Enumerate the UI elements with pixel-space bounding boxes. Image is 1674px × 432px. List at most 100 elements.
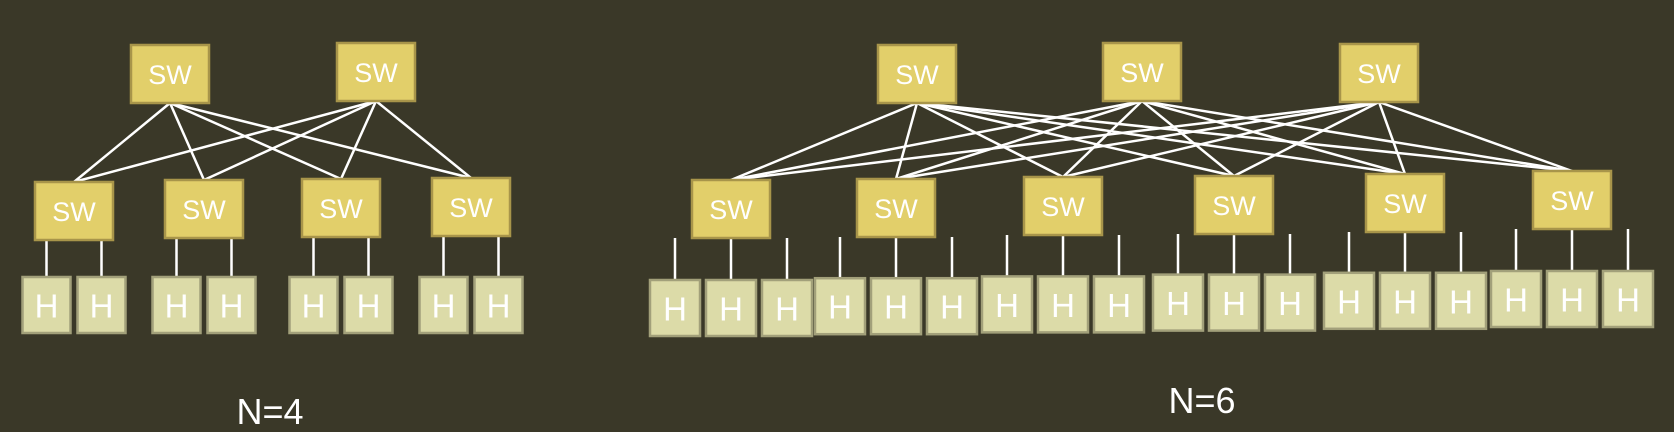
- topology-n6-core-switch-2-label: SW: [1357, 59, 1401, 89]
- topology-n6-host-12-box: [1322, 271, 1376, 331]
- topology-n6-link-core2-edge4: [1377, 101, 1407, 175]
- topology-n6-link-core0-edge2: [916, 101, 1064, 179]
- topology-n6-host-7: H: [1036, 275, 1090, 334]
- topology-n6-host-17-box: [1601, 269, 1655, 329]
- topology-n4-edge-switch-1-label: SW: [182, 195, 226, 225]
- topology-n6-host-16: H: [1545, 269, 1599, 329]
- topology-n6-host-15-box: [1489, 269, 1543, 329]
- topology-n4-host-2-label: H: [165, 288, 189, 325]
- topology-n6-host-5: H: [925, 276, 979, 336]
- topology-n6-core-switch-0-box: [876, 43, 958, 105]
- topology-n6-link-core2-edge3: [1233, 100, 1380, 178]
- topology-n6-host-0: H: [648, 278, 702, 338]
- topology-n6-edge-switch-0: SW: [690, 178, 772, 240]
- topology-n6-host-6-label: H: [995, 287, 1019, 324]
- caption-n6: N=6: [1168, 380, 1235, 421]
- topology-n4-host-7-label: H: [487, 288, 511, 325]
- topology-n6-edge-switch-3-label: SW: [1212, 191, 1256, 221]
- topology-n4-edge-switch-0-box: [33, 180, 115, 242]
- topology-n6-host-3: H: [813, 276, 867, 336]
- topology-n6-core-switch-2: SW: [1338, 42, 1420, 104]
- topology-n6-core-switch-1-box: [1101, 41, 1183, 103]
- topology-n4-core-switch-1: SW: [335, 41, 417, 103]
- topology-n4-host-3-label: H: [220, 288, 244, 325]
- topology-n6-host-10-box: [1207, 273, 1261, 332]
- topology-n4-host-1-label: H: [90, 288, 114, 325]
- topology-n6-edge-switch-3: SW: [1193, 174, 1275, 236]
- topology-n6-host-4-box: [869, 276, 923, 336]
- topology-n6-core-switch-0: SW: [876, 43, 958, 105]
- topology-n6-host-16-box: [1545, 269, 1599, 329]
- topology-n6-host-14-label: H: [1449, 283, 1473, 320]
- topology-n6-core-switch-1: SW: [1101, 41, 1183, 103]
- topology-n6-host-13: H: [1378, 271, 1432, 331]
- topology-n4-edge-switch-2-box: [300, 177, 382, 239]
- topology-n6-host-9-label: H: [1166, 285, 1190, 322]
- topology-n6-core-switch-0-label: SW: [895, 60, 939, 90]
- topology-n6-edge-switch-2-label: SW: [1041, 192, 1085, 222]
- topology-n6-host-14-box: [1434, 271, 1488, 331]
- topology-n6-host-7-label: H: [1051, 287, 1075, 324]
- topology-n6-edge-switch-5-label: SW: [1550, 186, 1594, 216]
- topology-n4-core-switch-0-label: SW: [148, 60, 192, 90]
- topology-n6-core-switch-2-box: [1338, 42, 1420, 104]
- topology-n4-host-0: H: [21, 275, 72, 335]
- topology-n4-link-core0-edge2: [169, 101, 342, 181]
- topology-n4-edge-switch-3: SW: [430, 176, 512, 238]
- topology-n6-link-core1-edge4: [1141, 99, 1406, 176]
- topology-n6-host-6-box: [980, 275, 1034, 334]
- topology-n6-edge-switch-1-label: SW: [874, 194, 918, 224]
- topology-n4-host-4-label: H: [302, 288, 326, 325]
- topology-n6-host-16-label: H: [1560, 282, 1584, 319]
- topology-n6-link-core1-edge2: [1062, 100, 1143, 178]
- topology-n4-host-3-box: [206, 275, 257, 335]
- topology-n6-edge-switch-0-label: SW: [709, 195, 753, 225]
- topology-n6-host-10: H: [1207, 273, 1261, 332]
- topology-n6-link-core2-edge0: [730, 100, 1380, 182]
- topology-n6-host-9-box: [1151, 273, 1205, 332]
- topology-n4-host-1: H: [76, 275, 127, 335]
- topology-n4-core-switch-1-label: SW: [354, 58, 398, 88]
- topology-n4-host-2: H: [151, 275, 202, 335]
- topology-n4-core-switch-0: SW: [129, 43, 211, 105]
- topology-n6-link-core1-edge0: [730, 99, 1143, 182]
- topology-n4-edge-switch-1: SW: [163, 178, 245, 240]
- topology-n4-host-5: H: [343, 275, 394, 335]
- topology-n4-host-6: H: [418, 275, 469, 335]
- topology-n6-host-5-label: H: [940, 289, 964, 326]
- topology-n4-edge-switch-0-label: SW: [52, 197, 96, 227]
- topology-n4-host-6-label: H: [432, 288, 456, 325]
- topology-n6-core-switch-1-label: SW: [1120, 58, 1164, 88]
- topology-n6-edge-switch-0-box: [690, 178, 772, 240]
- topology-n4-edge-switch-1-box: [163, 178, 245, 240]
- topology-n6-link-core0-edge0: [730, 101, 918, 182]
- topology-n4-host-7: H: [473, 275, 524, 335]
- topology-n6-host-1: H: [704, 278, 758, 338]
- topology-n6-host-5-box: [925, 276, 979, 336]
- links-layer: [45, 99, 1630, 280]
- topology-n4-edge-switch-3-box: [430, 176, 512, 238]
- topology-n6-link-core1-edge3: [1141, 100, 1235, 177]
- topology-n6-host-13-box: [1378, 271, 1432, 331]
- topology-n6-link-core2-edge5: [1378, 100, 1573, 173]
- topology-n6-host-11-label: H: [1278, 285, 1302, 322]
- topology-n4-link-core0-edge3: [169, 101, 472, 180]
- topology-n6-host-8-label: H: [1107, 287, 1131, 324]
- topology-n6-host-7-box: [1036, 275, 1090, 334]
- topology-n6-edge-switch-4-box: [1364, 172, 1446, 234]
- topology-n6-link-core0-edge5: [916, 101, 1573, 173]
- topology-n6-host-9: H: [1151, 273, 1205, 332]
- topology-n6-edge-switch-2-box: [1022, 175, 1104, 237]
- topology-n6-host-6: H: [980, 275, 1034, 334]
- topology-n4-host-3: H: [206, 275, 257, 335]
- topology-n6-edge-switch-3-box: [1193, 174, 1275, 236]
- topology-n4-host-4: H: [288, 275, 339, 335]
- topology-n6-host-15-label: H: [1504, 282, 1528, 319]
- topology-n6-host-2-label: H: [775, 291, 799, 328]
- topology-n6-host-1-box: [704, 278, 758, 338]
- topology-n4-host-5-box: [343, 275, 394, 335]
- topology-n6-edge-switch-5: SW: [1531, 169, 1613, 231]
- topology-n6-host-0-box: [648, 278, 702, 338]
- topology-n4-core-switch-1-box: [335, 41, 417, 103]
